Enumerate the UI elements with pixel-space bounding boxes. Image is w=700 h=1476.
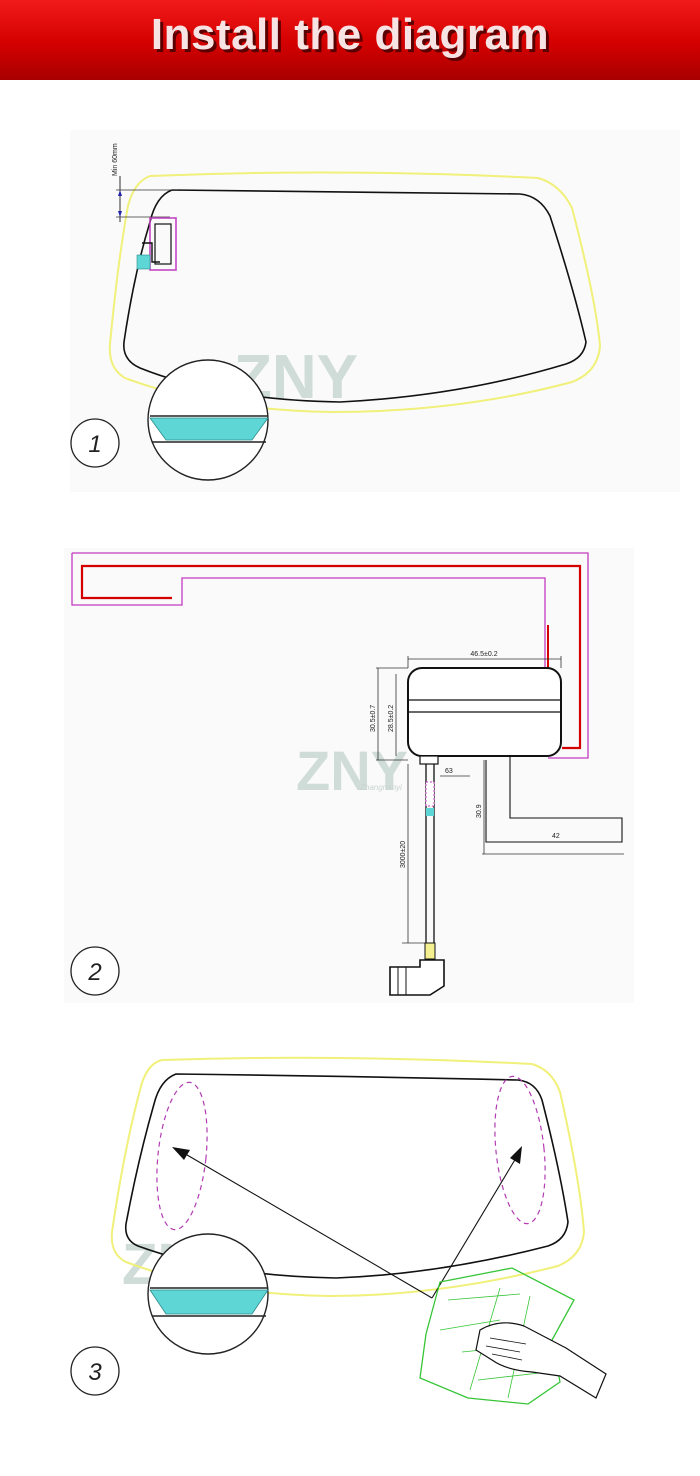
windshield-outline-inner <box>123 189 587 403</box>
diagram-1: ZNY Min 60mm 1 <box>70 143 602 481</box>
diagram-panel-2 <box>64 548 634 1003</box>
diagram-3: ZNY Zhangnanyi <box>70 1056 607 1405</box>
dim-width: 46.5±0.2 <box>470 651 497 658</box>
diagram-2: ZNY Zhangnanyi 46.5±0.2 30.5±0.7 28.5±0.… <box>70 552 624 996</box>
antenna-module <box>136 217 177 271</box>
wipe-arrows <box>172 1146 522 1299</box>
page-title: Install the diagram <box>150 10 550 59</box>
step-marker-3: 3 <box>70 1346 120 1396</box>
hand-icon <box>475 1322 607 1399</box>
dim-height-inner: 28.5±0.2 <box>388 705 395 732</box>
step-marker-2: 2 <box>70 946 120 996</box>
dim-bracket-h: 30.9 <box>476 804 483 818</box>
windshield-outline-yellow <box>108 171 602 414</box>
svg-text:1: 1 <box>88 431 101 458</box>
svg-text:Zhangnanyi: Zhangnanyi <box>359 783 402 792</box>
antenna-body <box>407 667 562 765</box>
svg-text:2: 2 <box>87 959 101 986</box>
clean-zone-right <box>494 1075 546 1225</box>
antenna-cable: 63 <box>425 764 470 945</box>
dim-bracket-w: 42 <box>552 833 560 840</box>
title-banner: Install the diagram <box>0 0 700 80</box>
dim-connector: 63 <box>445 768 453 775</box>
dim-cable: 3000±20 <box>400 841 407 868</box>
clean-zone-left <box>156 1081 208 1231</box>
dim-height-outer: 30.5±0.7 <box>370 705 377 732</box>
svg-text:3: 3 <box>88 1359 102 1386</box>
magnifier-detail-1 <box>147 359 269 481</box>
svg-text:ZNY: ZNY <box>296 739 408 802</box>
watermark-logo-2: ZNY Zhangnanyi <box>296 739 408 802</box>
min-distance-label: Min 60mm <box>112 143 119 176</box>
cable-connector <box>389 942 445 996</box>
antenna-wire <box>80 564 582 750</box>
bracket-outline <box>71 552 589 759</box>
windshield-outline-yellow-3 <box>110 1056 586 1298</box>
step-marker-1: 1 <box>70 418 120 468</box>
magnifier-detail-3 <box>147 1233 269 1355</box>
mounting-bracket: 30.9 42 <box>476 756 624 855</box>
windshield-outline-inner-3 <box>124 1073 569 1279</box>
